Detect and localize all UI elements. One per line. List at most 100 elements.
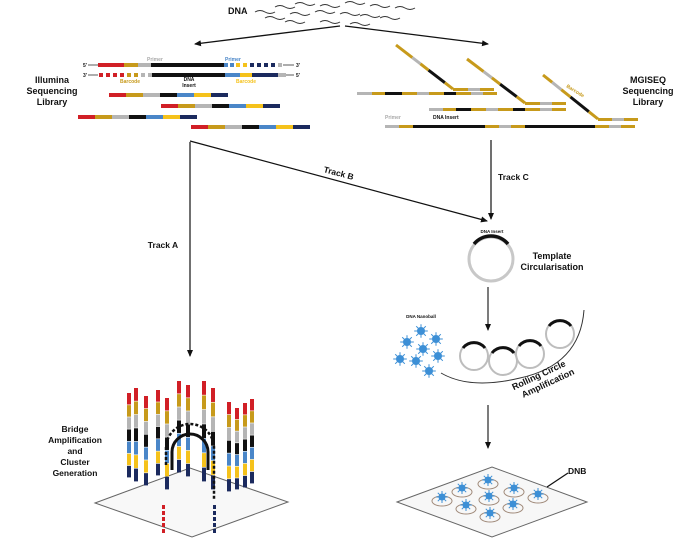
- strand-segment: [252, 73, 278, 77]
- library-segment: [208, 125, 225, 129]
- nanoball: [419, 345, 427, 353]
- cluster-strand-segment: [250, 423, 254, 435]
- strand-segment: [152, 73, 225, 77]
- cluster-strand-segment: [165, 450, 169, 464]
- cluster-strand-segment: [144, 447, 148, 460]
- cluster-strand-segment: [202, 409, 206, 424]
- strand-segment: [98, 63, 124, 67]
- barcode-right-label: Barcode: [236, 79, 256, 85]
- circle-insert-arc: [472, 234, 510, 246]
- library-segment: [195, 104, 212, 108]
- cluster-strand-segment: [243, 403, 247, 415]
- mgi-segment: [413, 125, 485, 128]
- insert-label-2: Insert: [182, 83, 196, 89]
- cluster-strand-segment: [156, 451, 160, 464]
- library-segment: [242, 125, 259, 129]
- rca-insert-arc: [461, 341, 487, 350]
- strand-dot: [257, 63, 261, 67]
- mgi-segment: [429, 92, 444, 95]
- strand-dot: [120, 73, 124, 77]
- dnb-nanoball: [458, 484, 466, 492]
- cluster-strand-segment: [127, 441, 131, 454]
- mgi-segment: [456, 92, 471, 95]
- strand-dot: [243, 63, 247, 67]
- cluster-strand-segment: [227, 453, 231, 466]
- mgi-segment: [417, 92, 429, 95]
- nanoball: [434, 352, 442, 360]
- rca-circles: [459, 319, 575, 376]
- library-segment: [78, 115, 95, 119]
- cluster-strand-segment: [144, 434, 148, 447]
- cluster-strand-segment: [165, 424, 169, 437]
- cluster-strand-segment: [127, 453, 131, 466]
- cluster-strand-segment: [186, 463, 190, 477]
- dnb-nanoball: [534, 490, 542, 498]
- track-a-label: Track A: [148, 240, 178, 250]
- mgi-segment: [471, 108, 486, 111]
- nanoball: [417, 327, 425, 335]
- cluster-strand-segment: [156, 463, 160, 476]
- mgi-segment: [385, 125, 399, 128]
- mgi-segment: [511, 125, 525, 128]
- strand-dot: [148, 73, 152, 77]
- bridge-strand-dot: [162, 523, 165, 527]
- mgi-diagonal-segment: [542, 73, 554, 84]
- strand-segment: [138, 63, 151, 67]
- strand-dot: [224, 63, 228, 67]
- strand-dot: [264, 63, 268, 67]
- dnb-nanoball: [509, 500, 517, 508]
- library-segment: [212, 104, 229, 108]
- template-circularisation-label: Template Circularisation: [520, 251, 583, 272]
- mgi-segment: [357, 92, 372, 95]
- bridge-strand-dot: [213, 511, 216, 515]
- library-segment: [276, 125, 293, 129]
- cluster-strand-segment: [165, 476, 169, 490]
- strand-segment: [240, 73, 252, 77]
- mgi-segment: [525, 102, 540, 105]
- cluster-strand-segment: [127, 429, 131, 441]
- cluster-strand-segment: [227, 479, 231, 492]
- cluster-strand-segment: [134, 401, 138, 415]
- insert-label-1: DNA: [184, 77, 195, 83]
- library-segment: [160, 93, 177, 97]
- bridge-strand-dot: [162, 517, 165, 521]
- track-c-label: Track C: [498, 172, 529, 182]
- cluster-strand-segment: [235, 454, 239, 466]
- bridge-strand-dot: [213, 517, 216, 521]
- library-segment: [177, 93, 194, 97]
- mgi-segment: [624, 118, 638, 121]
- library-segment: [225, 125, 242, 129]
- mgi-segment: [480, 88, 494, 91]
- primer-right-label: Primer: [225, 57, 241, 63]
- dnb-flowcell: [395, 466, 589, 538]
- bridge-strand-dot: [213, 505, 216, 509]
- library-segment: [129, 115, 146, 119]
- bridge-strand-dot: [162, 511, 165, 515]
- cluster-strand-segment: [250, 447, 254, 460]
- bridge-strand-dot: [213, 529, 216, 533]
- dnb-nanoball: [484, 476, 492, 484]
- mgi-segment: [612, 118, 624, 121]
- cluster-strand-segment: [250, 459, 254, 472]
- mgi-segment: [443, 108, 456, 111]
- cluster-strand-segment: [144, 421, 148, 434]
- mgi-insert-label: DNA Insert: [433, 115, 459, 121]
- cluster-strand-segment: [227, 466, 231, 479]
- cluster-strand-segment: [250, 471, 254, 484]
- strand-dot: [278, 63, 282, 67]
- mgi-segment: [498, 108, 513, 111]
- mgi-segment: [468, 88, 480, 91]
- cluster-strand-segment: [134, 441, 138, 455]
- strand-segment: [278, 73, 286, 77]
- arrow-to-mgiseq: [344, 25, 489, 47]
- mgi-diagonal-segment: [587, 110, 599, 121]
- mgi-segment: [486, 108, 498, 111]
- cluster-strand-segment: [235, 478, 239, 490]
- mgi-diagonal-segment: [569, 95, 590, 113]
- cluster-strand-segment: [144, 408, 148, 422]
- mgi-segment: [595, 125, 609, 128]
- mgi-segment: [385, 92, 402, 95]
- circle-insert-label: DNA Insert: [480, 229, 504, 234]
- mgi-diagonal-segment: [551, 81, 563, 91]
- mgi-segment: [485, 125, 499, 128]
